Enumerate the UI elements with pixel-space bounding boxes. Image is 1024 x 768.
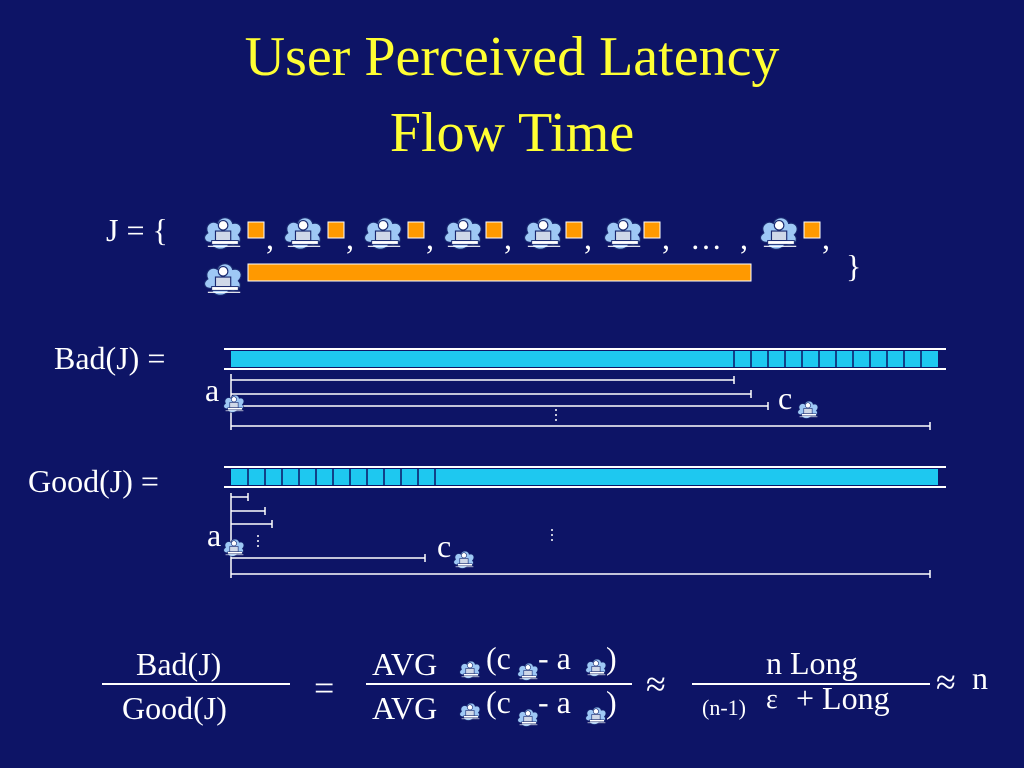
equals-sign: =: [314, 668, 335, 708]
approx-sign-2: ≈: [936, 662, 956, 702]
comma-5: ,: [584, 220, 592, 256]
jobset-lhs: J = {: [106, 212, 168, 248]
avg-den-c-term: (c: [486, 684, 511, 720]
jobset-ellipsis: …: [690, 220, 722, 256]
avg-num-minus-a: - a: [538, 640, 571, 676]
slide-title: User Perceived Latency: [244, 26, 780, 88]
avg-num-close: ): [606, 640, 617, 676]
comma-2: ,: [346, 220, 354, 256]
short-job-n: [759, 217, 821, 250]
comma-7: ,: [740, 220, 748, 256]
comma-4: ,: [504, 220, 512, 256]
ratio-denominator: Good(J): [122, 690, 227, 726]
avg-num-c-term: (c: [486, 640, 511, 676]
short-job-2: [283, 217, 345, 250]
rhs-den-n-minus-1: (n-1): [702, 695, 746, 720]
comma-1: ,: [266, 220, 274, 256]
jobset-close: }: [846, 248, 862, 284]
rhs-numerator: n Long: [766, 645, 858, 681]
comma-8: ,: [822, 220, 830, 256]
ratio-numerator: Bad(J): [136, 646, 222, 682]
short-job-3: [363, 217, 425, 250]
long-job: [203, 263, 752, 296]
bad-a-label: a: [205, 372, 220, 408]
avg-den-minus-a: - a: [538, 684, 571, 720]
avg-denominator: AVG: [372, 690, 438, 726]
good-label: Good(J) =: [28, 463, 159, 499]
comma-3: ,: [426, 220, 434, 256]
result-n: n: [972, 660, 988, 696]
short-job-6: [603, 217, 661, 250]
approx-sign: ≈: [646, 664, 666, 704]
rhs-den-epsilon: ε: [766, 684, 778, 715]
avg-den-close: ): [606, 684, 617, 720]
good-c-label: c: [437, 528, 452, 564]
avg-numerator: AVG: [372, 646, 438, 682]
bad-c-label: c: [778, 380, 793, 416]
comma-6: ,: [662, 220, 670, 256]
short-job-1: [203, 217, 265, 250]
bad-label: Bad(J) =: [54, 340, 166, 376]
rhs-den-long: + Long: [796, 680, 890, 716]
slide-subtitle: Flow Time: [389, 102, 635, 164]
short-job-4: [443, 217, 503, 250]
good-a-label: a: [207, 517, 222, 553]
short-job-5: [523, 217, 583, 250]
